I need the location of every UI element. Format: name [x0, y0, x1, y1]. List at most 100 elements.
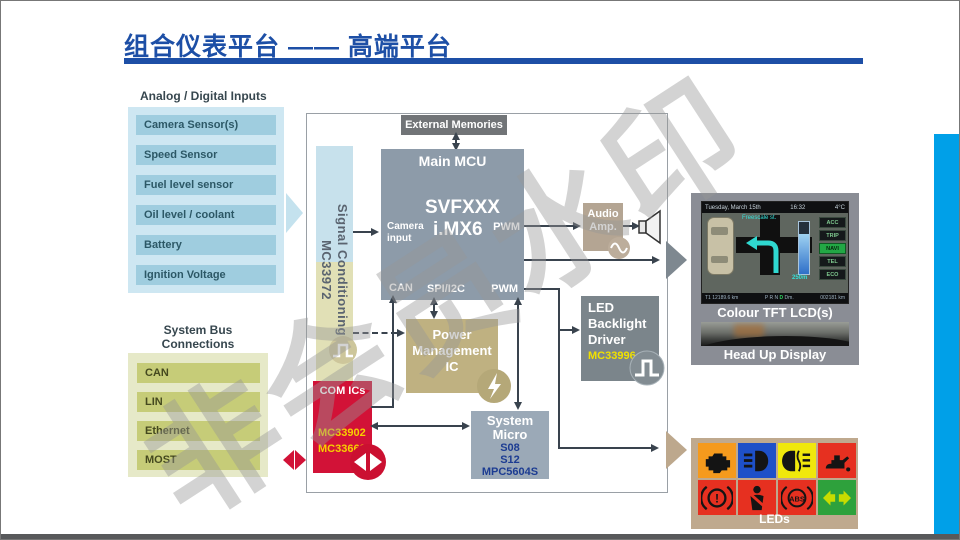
- svg-text:!: !: [715, 491, 719, 505]
- lightning-icon: [477, 369, 511, 403]
- car-rear-window: [711, 256, 728, 263]
- led-tile-brake: !: [698, 480, 736, 515]
- right-accent-bar: [934, 134, 959, 534]
- bottom-bar: [1, 534, 959, 539]
- tft-menu-trip: TRIP: [819, 230, 846, 241]
- tft-bottom-bar: T1 12189.6 km P R N D Dm. 002181 km: [702, 293, 848, 303]
- system-micro-title: System Micro: [486, 413, 534, 442]
- arrowhead: [462, 422, 470, 430]
- led-tile-seatbelt: [738, 480, 776, 515]
- pwm-pulse-icon: [629, 350, 665, 386]
- tft-date: Tuesday, March 15th: [705, 204, 761, 211]
- arrowhead: [397, 329, 405, 337]
- arrowhead: [430, 297, 438, 305]
- tft-gear-mode: Dm.: [784, 295, 794, 301]
- led-tile-abs: ABS: [778, 480, 816, 515]
- led-tile-turn-signals: [818, 480, 856, 515]
- com-part-mc33902: MC33902: [318, 427, 366, 439]
- connector-line: [560, 447, 653, 449]
- navigation-turn-arrow: [746, 236, 779, 273]
- seatbelt-icon: [747, 485, 768, 510]
- mcu-part-svfxxx: SVFXXX: [425, 197, 500, 218]
- tft-screen: Tuesday, March 15th 16:32 4°C Freescale …: [701, 201, 849, 304]
- arrowhead: [430, 311, 438, 319]
- title-underline: [124, 58, 863, 64]
- pulse-wave-icon: [329, 336, 357, 364]
- led-tile-engine: [698, 443, 736, 478]
- high-beam-icon: [743, 450, 769, 471]
- tft-status-bar: Tuesday, March 15th 16:32 4°C: [702, 202, 848, 213]
- oil-pressure-icon: [825, 454, 851, 471]
- tft-time: 16:32: [790, 204, 806, 211]
- tft-map-area: Freescale st. 250m ACC TRIP NAVI TEL ECO: [702, 213, 848, 293]
- leds-flow-arrow: [666, 431, 687, 469]
- main-mcu-title: Main MCU: [418, 153, 487, 169]
- connector-dashed-line: [353, 332, 397, 334]
- arrowhead: [514, 402, 522, 410]
- car-top-view: [707, 217, 734, 275]
- led-tile-oil: [818, 443, 856, 478]
- sysmicro-part-mpc5604s: MPC5604S: [481, 466, 539, 478]
- tft-menu-eco: ECO: [819, 269, 846, 280]
- tft-gear-active: D: [779, 295, 784, 301]
- brake-warning-icon: !: [701, 485, 733, 510]
- leds-caption: LEDs: [759, 512, 790, 526]
- arrowhead: [572, 326, 580, 334]
- connector-line: [517, 304, 519, 404]
- tft-street-label: Freescale st.: [742, 215, 777, 221]
- mcu-pwm-bottom-label: PWM: [491, 283, 518, 295]
- connector-line: [433, 304, 435, 314]
- tft-menu: ACC TRIP NAVI TEL ECO: [819, 217, 846, 282]
- connector-line: [524, 259, 654, 261]
- connector-line: [392, 302, 394, 408]
- tft-caption: Colour TFT LCD(s): [717, 305, 833, 320]
- led-driver-part-mc33996: MC33996: [588, 350, 636, 362]
- external-memories-box: External Memories: [401, 115, 507, 135]
- bus-most: MOST: [137, 450, 260, 470]
- tft-odometer: 002181 km: [820, 295, 845, 301]
- signal-conditioning-line2: MC33972: [319, 240, 335, 300]
- main-mcu-box: Main MCU SVFXXX Camera input i.MX6 PWM C…: [381, 149, 524, 300]
- connector-line: [560, 329, 573, 331]
- input-ignition: Ignition Voltage: [136, 265, 276, 285]
- arrowhead: [370, 422, 378, 430]
- arrowhead: [371, 228, 379, 236]
- hud-projection-glow: [734, 324, 764, 337]
- abs-icon: ABS: [781, 485, 813, 510]
- bus-ethernet: Ethernet: [137, 421, 260, 441]
- mcu-camera-input-label: Camera input: [387, 221, 424, 244]
- tft-gear-others: P R N: [764, 295, 779, 301]
- led-driver-label: LED Backlight Driver: [588, 300, 647, 347]
- bus-lin: LIN: [137, 392, 260, 412]
- mcu-part-imx6: i.MX6: [433, 219, 483, 240]
- tft-menu-acc: ACC: [819, 217, 846, 228]
- arrowhead: [389, 295, 397, 303]
- com-ics-title: COM ICs: [319, 385, 366, 397]
- hud-dashboard-silhouette: [701, 336, 849, 346]
- hud-image: [701, 322, 849, 346]
- signal-conditioning-box-top: [316, 146, 353, 262]
- connector-line: [455, 139, 457, 145]
- tft-progress-fill: [799, 234, 809, 274]
- connector-line: [558, 288, 560, 449]
- mcu-pwm-right-label: PWM: [493, 221, 520, 233]
- signal-conditioning-line1: Signal Conditioning: [335, 203, 351, 337]
- arrowhead: [452, 143, 460, 151]
- sysmicro-part-s12: S12: [500, 454, 520, 466]
- input-fuel-sensor: Fuel level sensor: [136, 175, 276, 195]
- connector-line: [524, 225, 574, 227]
- arrowhead: [452, 132, 460, 140]
- signal-conditioning-box-bottom: [316, 262, 353, 394]
- fog-light-icon: [782, 449, 811, 472]
- bus-can: CAN: [137, 363, 260, 383]
- arrowhead: [651, 444, 659, 452]
- tft-trip-value: T1 12189.6 km: [705, 295, 739, 301]
- bus-flow-arrow-left: [283, 450, 294, 470]
- inputs-flow-arrow: [286, 193, 303, 233]
- sine-wave-icon: [608, 237, 630, 259]
- tft-gear-indicator: P R N D Dm.: [765, 295, 794, 301]
- tft-distance-label: 250m: [792, 275, 808, 281]
- analog-inputs-header: Analog / Digital Inputs: [140, 89, 267, 103]
- tft-menu-tel: TEL: [819, 256, 846, 267]
- arrowhead: [514, 297, 522, 305]
